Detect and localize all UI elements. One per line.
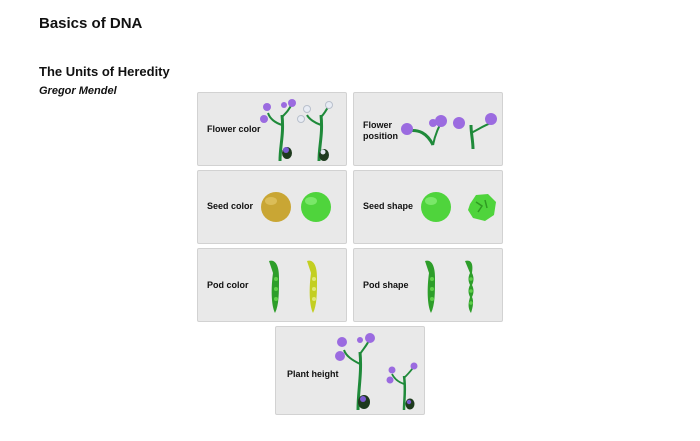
- tall-plant-icon: [335, 333, 375, 411]
- trait-card-seed-shape: Seed shape: [353, 170, 503, 244]
- trait-label-line1: Flower: [363, 120, 393, 130]
- trait-card-flower-color: Flower color: [197, 92, 347, 166]
- trait-label: Pod color: [207, 280, 249, 290]
- short-plant-icon: [386, 362, 418, 411]
- trait-label: Seed color: [207, 201, 254, 211]
- trait-label: Flower color: [207, 124, 261, 134]
- trait-card-pod-shape: Pod shape: [353, 248, 503, 322]
- white-flower-plant-icon: [297, 101, 333, 162]
- purple-flower-plant-icon: [260, 99, 296, 162]
- trait-card-pod-color: Pod color: [197, 248, 347, 322]
- section-subtitle: The Units of Heredity: [39, 64, 170, 79]
- terminal-flower-icon: [453, 113, 497, 150]
- page-title: Basics of DNA: [39, 15, 143, 32]
- trait-card-seed-color: Seed color: [197, 170, 347, 244]
- green-pod-icon: [269, 260, 279, 313]
- constricted-pod-icon: [465, 260, 474, 313]
- trait-card-flower-position: Flower position: [353, 92, 503, 166]
- trait-label: Seed shape: [363, 201, 414, 211]
- axial-flower-icon: [401, 115, 447, 146]
- trait-label: Pod shape: [363, 280, 409, 290]
- author-name: Gregor Mendel: [39, 85, 117, 97]
- round-seed-icon: [421, 192, 451, 222]
- inflated-pod-icon: [425, 260, 435, 313]
- trait-label: Flower position: [363, 120, 398, 142]
- green-seed-icon: [301, 192, 331, 222]
- trait-label: Plant height: [287, 369, 339, 379]
- wrinkled-seed-icon: [468, 194, 496, 221]
- yellow-seed-icon: [261, 192, 291, 222]
- yellow-pod-icon: [307, 260, 317, 313]
- trait-label-line2: position: [363, 131, 398, 141]
- trait-card-plant-height: Plant height: [275, 326, 425, 415]
